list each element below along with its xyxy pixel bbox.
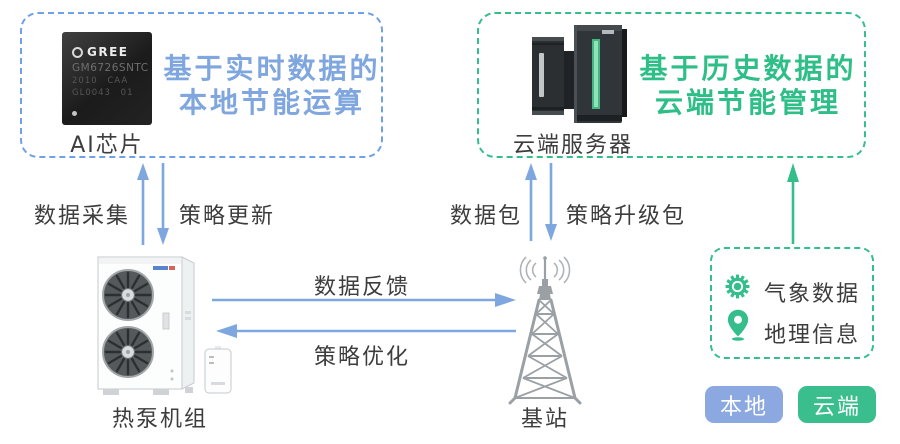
weather-data-label: 气象数据	[764, 282, 861, 307]
local-title-line1: 基于实时数据的	[163, 52, 381, 85]
signal-waves-icon	[519, 256, 571, 284]
strategy-optimization-label: 策略优化	[313, 345, 410, 370]
data-feedback-label: 数据反馈	[313, 275, 410, 300]
legend-local-badge: 本地	[705, 386, 783, 423]
cloud-server-image	[532, 25, 627, 123]
ai-chip-image: GREE GM6726SNTC 2010 CAA GL0043 01	[62, 32, 152, 125]
arrow-up-inputs-icon	[787, 163, 799, 244]
legend-cloud-badge: 云端	[798, 386, 876, 423]
heat-pump-image	[97, 256, 232, 395]
gree-logo-icon	[72, 46, 83, 58]
heat-pump-label: 热泵机组	[112, 407, 209, 432]
ai-chip-label: AI芯片	[70, 133, 144, 158]
base-station-icon	[508, 256, 582, 405]
sun-icon	[725, 274, 750, 299]
cloud-title: 基于历史数据的 云端节能管理	[633, 52, 863, 120]
cloud-manage-box	[477, 12, 866, 158]
chip-pin-dot	[72, 111, 77, 116]
chip-code: GL0043 01	[72, 88, 134, 98]
chip-batch: 2010 CAA	[72, 76, 129, 86]
strategy-update-label: 策略更新	[179, 204, 276, 229]
location-pin-icon	[727, 309, 749, 341]
local-compute-box	[20, 12, 383, 158]
data-collection-label: 数据采集	[33, 204, 130, 229]
cloud-title-line1: 基于历史数据的	[639, 52, 857, 85]
strategy-upgrade-packet-label: 策略升级包	[566, 204, 687, 229]
data-packet-label: 数据包	[449, 204, 522, 229]
chip-model: GM6726SNTC	[72, 62, 149, 74]
chip-brand: GREE	[87, 45, 129, 59]
arrow-left-strategy-optimization-icon	[216, 324, 516, 338]
base-station-label: 基站	[520, 407, 569, 432]
local-title-line2: 本地节能运算	[178, 86, 365, 119]
cloud-title-line2: 云端节能管理	[654, 86, 841, 119]
arrow-down-strategy-update-icon	[157, 163, 169, 245]
arrow-right-data-feedback-icon	[212, 293, 516, 307]
arrow-down-strategy-upgrade-icon	[545, 163, 557, 241]
local-title: 基于实时数据的 本地节能运算	[157, 52, 387, 120]
arrow-up-data-packet-icon	[525, 163, 537, 241]
cloud-server-label: 云端服务器	[512, 133, 633, 158]
geography-info-label: 地理信息	[764, 323, 861, 348]
arrow-up-data-collection-icon	[137, 163, 149, 245]
inputs-box	[710, 247, 874, 359]
